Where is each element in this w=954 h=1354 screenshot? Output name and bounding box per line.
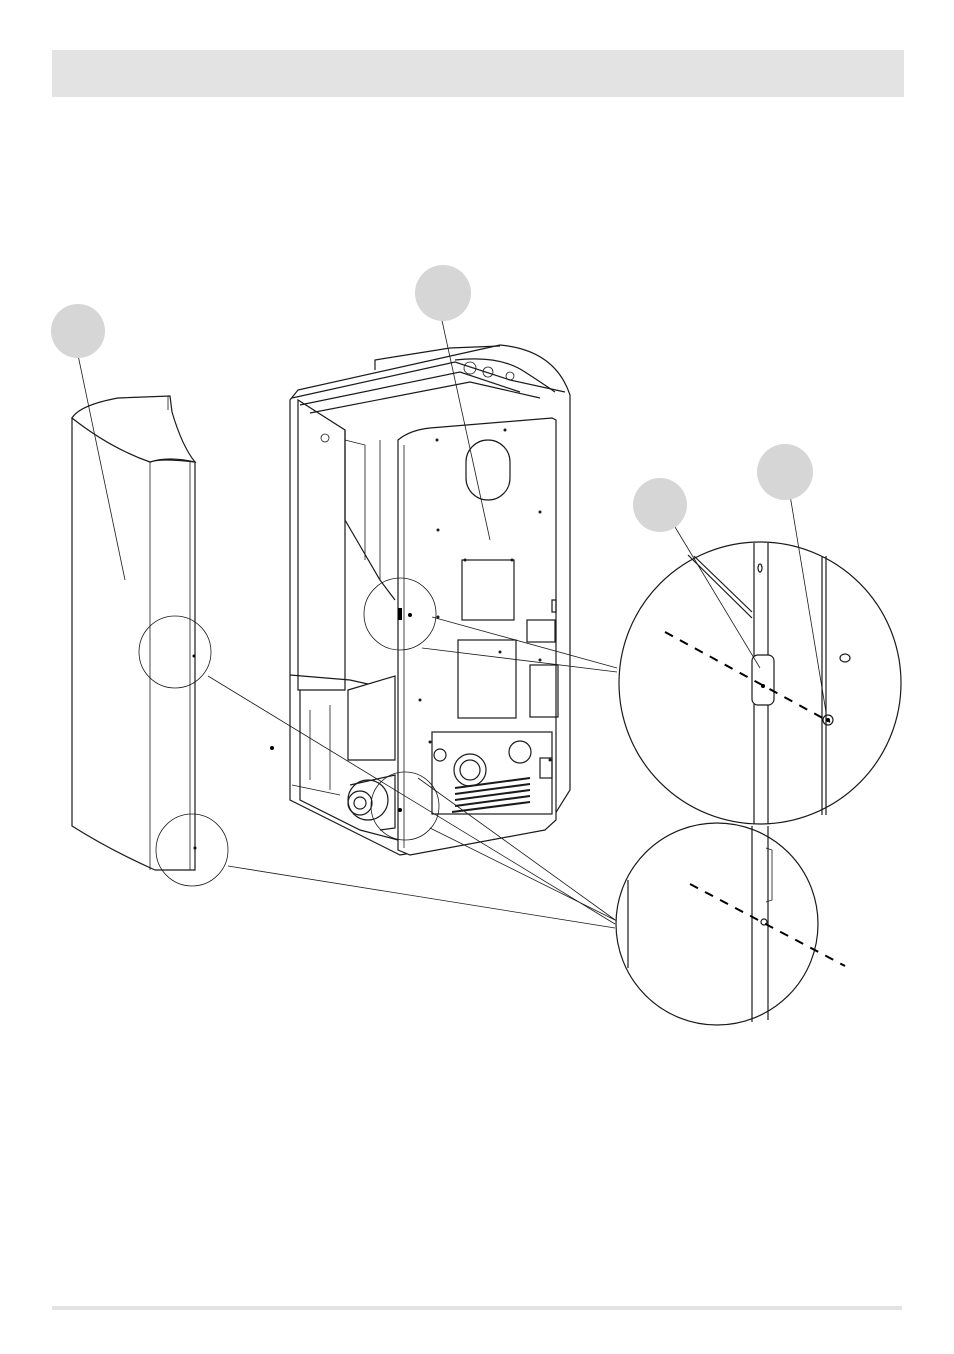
stove-body [289, 344, 571, 856]
callout-left-panel [51, 304, 105, 358]
side-panel [71, 395, 197, 871]
lower-fixing-detail [615, 822, 846, 1026]
callout-stove-body [415, 265, 471, 321]
header-bar [52, 50, 904, 97]
callout-bracket [633, 478, 687, 532]
callouts [51, 265, 827, 713]
zoom-markers [138, 577, 440, 887]
upper-fixing-detail [618, 541, 902, 825]
loose-screw [270, 746, 274, 750]
footer-rule [52, 1306, 902, 1310]
leader-lines [207, 616, 619, 929]
callout-screw [757, 444, 813, 500]
